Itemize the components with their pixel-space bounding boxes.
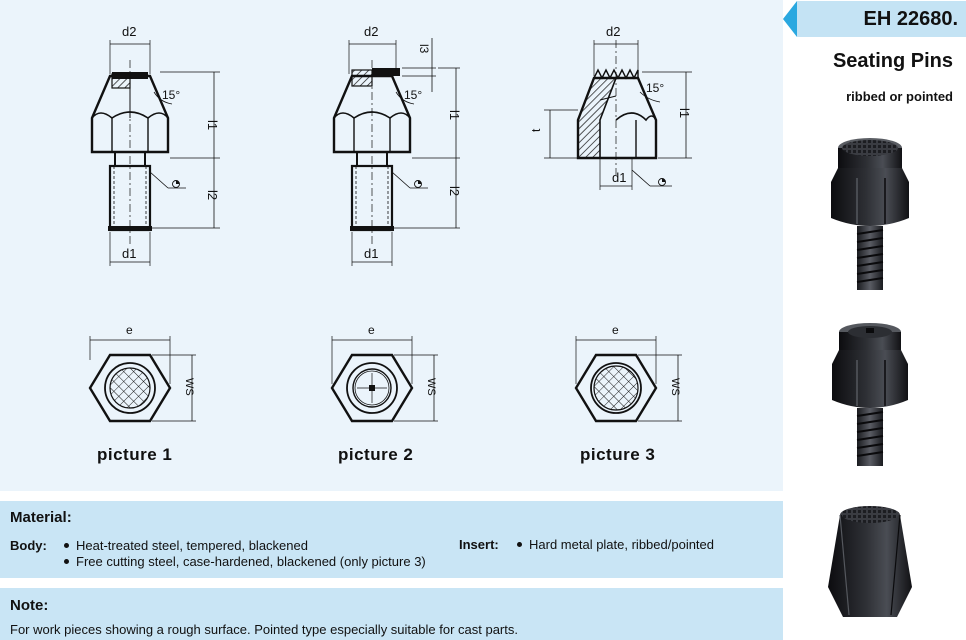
body-label: Body: [10,538,47,553]
insert-item: Hard metal plate, ribbed/pointed [517,537,714,552]
product-subtitle: ribbed or pointed [846,89,953,104]
dim-label-d1-1: d1 [122,246,136,261]
dim-label-d2-1: d2 [122,24,136,39]
bullet-icon [64,543,69,549]
picture-3-top-view [574,336,682,423]
picture-2-top-view [330,336,438,423]
photo-pointed-seating-pin [832,323,908,466]
technical-drawing: d2 d1 l1 l2 15° [88,24,692,423]
insert-label: Insert: [459,537,499,552]
dim-label-e-2: e [368,323,375,337]
dim-label-l3: l3 [417,44,431,54]
body-item-text: Heat-treated steel, tempered, blackened [76,538,308,553]
dim-label-l1-3: l1 [677,108,692,118]
banner-arrow-icon [783,1,797,37]
picture-3-side-view [544,40,692,190]
dim-label-d1-3: d1 [612,170,626,185]
dim-label-ws-3: WS [669,378,681,396]
angle-label-2: 15° [404,88,422,102]
photo-hexagon-seating-pin [828,506,912,617]
product-code: EH 22680. [863,8,958,30]
picture-1-side-view [90,40,220,266]
dim-label-e-3: e [612,323,619,337]
bullet-icon [64,559,69,565]
dim-label-e-1: e [126,323,133,337]
technical-drawing-area: d2 d1 l1 l2 15° [0,0,783,491]
product-title: Seating Pins [832,50,953,72]
dim-label-l2-2: l2 [447,186,462,196]
product-sidebar: EH 22680. Seating Pins ribbed or pointed [783,0,966,640]
angle-label-1: 15° [162,88,180,102]
photo-ribbed-seating-pin [831,138,909,290]
dim-label-t: t [529,128,543,132]
dim-label-d2-2: d2 [364,24,378,39]
caption-picture-1: picture 1 [97,445,173,464]
caption-picture-3: picture 3 [580,445,656,464]
picture-2-side-view [332,38,460,266]
bullet-icon [517,542,522,548]
dim-label-l2-1: l2 [205,190,220,200]
angle-label-3: 15° [646,81,664,95]
caption-picture-2: picture 2 [338,445,414,464]
note-section: Note: For work pieces showing a rough su… [0,588,783,640]
note-text: For work pieces showing a rough surface.… [10,622,518,637]
body-item: Free cutting steel, case-hardened, black… [64,554,426,569]
product-code-banner: EH 22680. [783,1,966,37]
material-title: Material: [10,509,72,526]
picture-1-top-view [88,336,196,423]
dim-label-l1-2: l1 [447,110,462,120]
dim-label-l1-1: l1 [205,120,220,130]
note-title: Note: [10,597,49,614]
body-item-text: Free cutting steel, case-hardened, black… [76,554,426,569]
body-item: Heat-treated steel, tempered, blackened [64,538,308,553]
dim-label-d1-2: d1 [364,246,378,261]
product-photos [828,138,912,617]
insert-item-text: Hard metal plate, ribbed/pointed [529,537,715,552]
material-section: Material: Body: Heat-treated steel, temp… [0,501,783,578]
dim-label-ws-2: WS [425,378,437,396]
dim-label-d2-3: d2 [606,24,620,39]
dim-label-ws-1: WS [183,378,195,396]
